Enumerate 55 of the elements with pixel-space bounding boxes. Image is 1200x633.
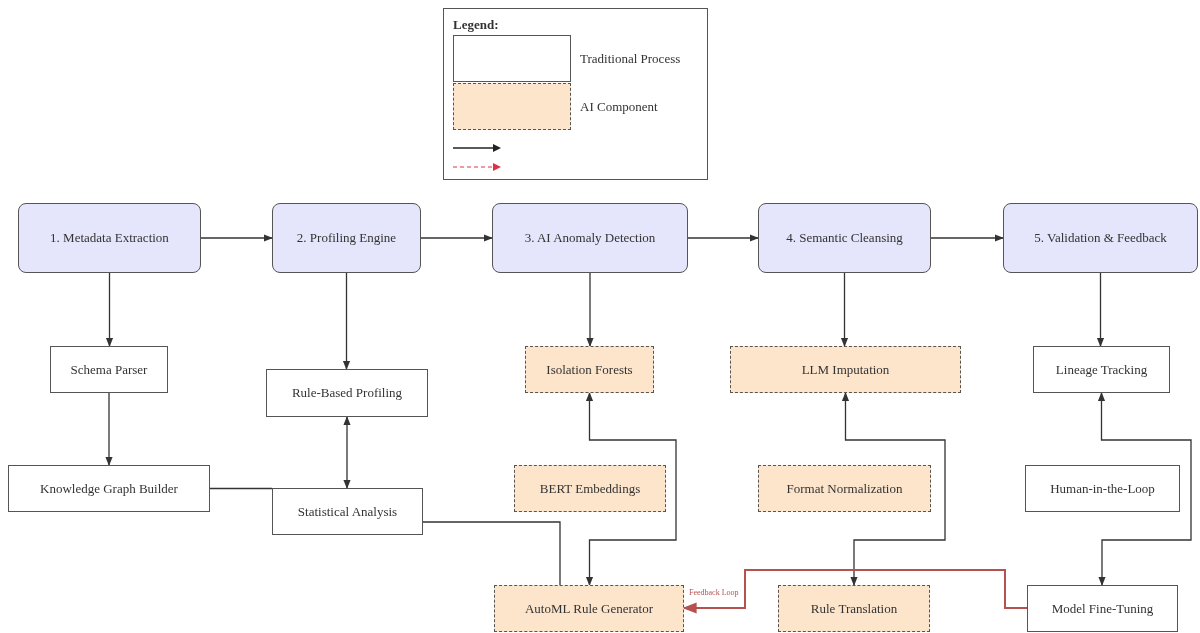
process-box	[50, 346, 168, 393]
node-label: 5. Validation & Feedback	[1034, 230, 1167, 246]
stage-box	[1003, 203, 1198, 273]
node-label: Rule-Based Profiling	[291, 385, 403, 401]
ai-component-box	[778, 585, 930, 632]
process-box	[1025, 465, 1180, 512]
node-label: BERT Embeddings	[539, 480, 641, 497]
arrow	[841, 392, 946, 586]
node-label: Model Fine-Tuning	[1051, 600, 1154, 617]
process-box	[1027, 585, 1178, 632]
arrow	[1097, 392, 1192, 586]
process-box	[272, 488, 423, 535]
arrow	[586, 272, 594, 347]
legend-text: Traditional Process	[580, 51, 681, 67]
node-label: Rule Translation	[810, 600, 898, 617]
stage-box	[18, 203, 201, 273]
feedback-arrow	[682, 569, 1028, 614]
node-label: Lineage Tracking	[1055, 361, 1148, 378]
arrow	[343, 416, 351, 489]
ai-component-box	[525, 346, 654, 393]
node-label: 1. Metadata Extraction	[50, 230, 169, 246]
node-label: Human-in-the-Loop	[1050, 480, 1155, 497]
process-box	[8, 465, 210, 512]
arrow	[687, 234, 759, 242]
arrow	[930, 234, 1004, 242]
node-label: Format Normalization	[786, 480, 903, 497]
arrow	[342, 272, 351, 370]
edge-label: Feedback Loop	[688, 588, 740, 597]
stage-box	[492, 203, 688, 273]
arrow	[105, 392, 113, 466]
arrow	[420, 234, 493, 242]
stage-box	[272, 203, 421, 273]
arrow	[840, 272, 849, 347]
node-label: Knowledge Graph Builder	[40, 480, 178, 497]
node-label: Statistical Analysis	[297, 503, 398, 520]
node-label: 3. AI Anomaly Detection	[524, 230, 656, 246]
node-label: 4. Semantic Cleansing	[786, 230, 903, 246]
legend-title: Legend:	[453, 17, 499, 33]
process-box	[266, 369, 428, 417]
legend-text: AI Component	[580, 99, 658, 115]
arrow	[1096, 272, 1105, 347]
node-label: 2. Profiling Engine	[296, 230, 397, 246]
node-label: Isolation Forests	[546, 361, 633, 378]
node-label: LLM Imputation	[801, 361, 890, 378]
ai-component-box	[758, 465, 931, 512]
arrow	[200, 234, 273, 242]
ai-component-box	[514, 465, 666, 512]
arrow	[105, 272, 114, 347]
node-label: AutoML Rule Generator	[524, 600, 653, 617]
ai-component-box	[494, 585, 684, 632]
arrow	[585, 392, 677, 586]
stage-box	[758, 203, 931, 273]
ai-component-box	[730, 346, 961, 393]
node-label: Schema Parser	[70, 361, 148, 378]
process-box	[1033, 346, 1170, 393]
